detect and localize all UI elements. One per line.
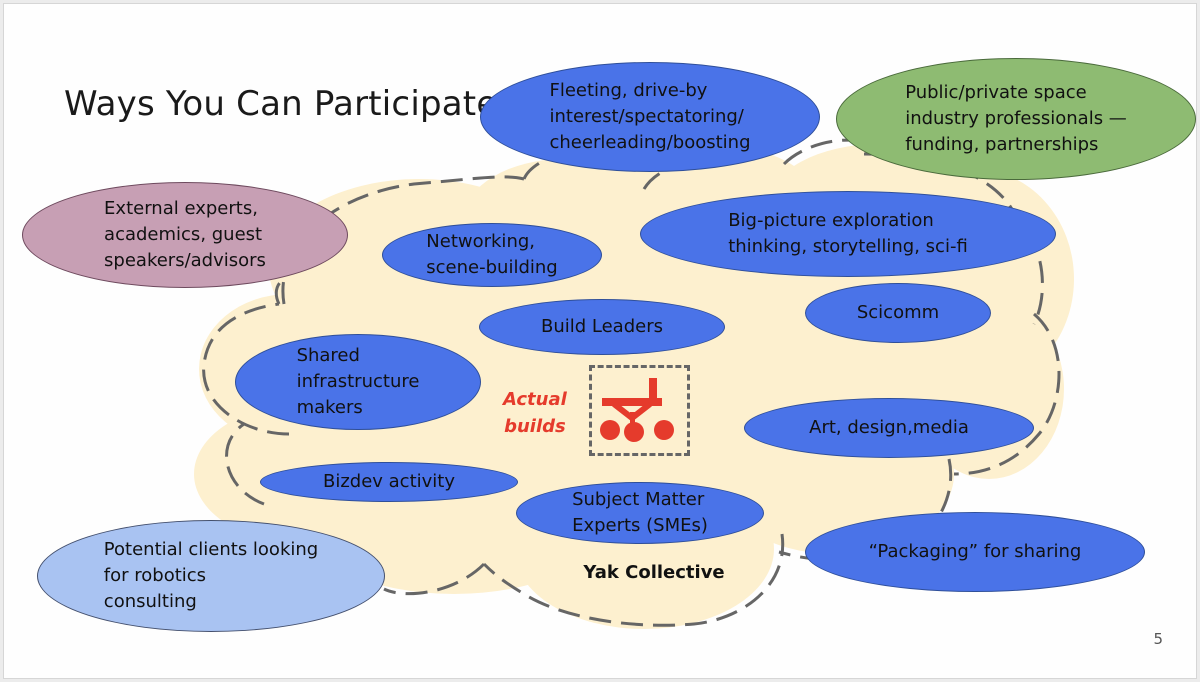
robot-cart-icon <box>600 378 674 442</box>
ellipse-build-leaders: Build Leaders <box>479 299 725 355</box>
ellipse-public-private: Public/private space industry profession… <box>836 58 1196 180</box>
ellipse-art-design: Art, design,media <box>744 398 1034 458</box>
ellipse-big-picture: Big-picture exploration thinking, storyt… <box>640 191 1056 277</box>
logo-frame <box>589 365 690 456</box>
ellipse-public-private-label: Public/private space industry profession… <box>905 82 1127 155</box>
slide-title: Ways You Can Participate <box>64 84 498 124</box>
ellipse-shared-infra-label: Shared infrastructure makers <box>296 345 420 418</box>
ellipse-external-experts: External experts, academics, guest speak… <box>22 182 348 288</box>
ellipse-fleeting-label: Fleeting, drive-by interest/spectatoring… <box>549 80 751 153</box>
ellipse-build-leaders-label: Build Leaders <box>540 316 663 337</box>
ellipse-external-experts-label: External experts, academics, guest speak… <box>104 198 266 271</box>
ellipse-packaging-label: “Packaging” for sharing <box>868 541 1082 562</box>
ellipse-networking: Networking, scene-building <box>382 223 602 287</box>
ellipse-bizdev: Bizdev activity <box>260 462 518 502</box>
page-number: 5 <box>1153 630 1163 648</box>
actual-builds-label: Actual builds <box>503 389 567 437</box>
ellipse-sme-label: Subject Matter Experts (SMEs) <box>572 489 708 536</box>
ellipse-potential-clients: Potential clients looking for robotics c… <box>37 520 385 632</box>
ellipse-packaging: “Packaging” for sharing <box>805 512 1145 592</box>
ellipse-shared-infra: Shared infrastructure makers <box>235 334 481 430</box>
ellipse-big-picture-label: Big-picture exploration thinking, storyt… <box>728 210 968 257</box>
ellipse-fleeting: Fleeting, drive-by interest/spectatoring… <box>480 62 820 172</box>
ellipse-sme: Subject Matter Experts (SMEs) <box>516 482 764 544</box>
ellipse-potential-clients-label: Potential clients looking for robotics c… <box>103 539 319 612</box>
ellipse-art-design-label: Art, design,media <box>809 417 969 438</box>
ellipse-networking-label: Networking, scene-building <box>426 231 558 278</box>
ellipse-scicomm-label: Scicomm <box>856 302 940 323</box>
ellipse-bizdev-label: Bizdev activity <box>322 471 456 492</box>
slide: Ways You Can Participate Fleeting, drive… <box>3 3 1197 679</box>
ellipse-scicomm: Scicomm <box>805 283 991 343</box>
yak-collective-label: Yak Collective <box>583 562 725 583</box>
